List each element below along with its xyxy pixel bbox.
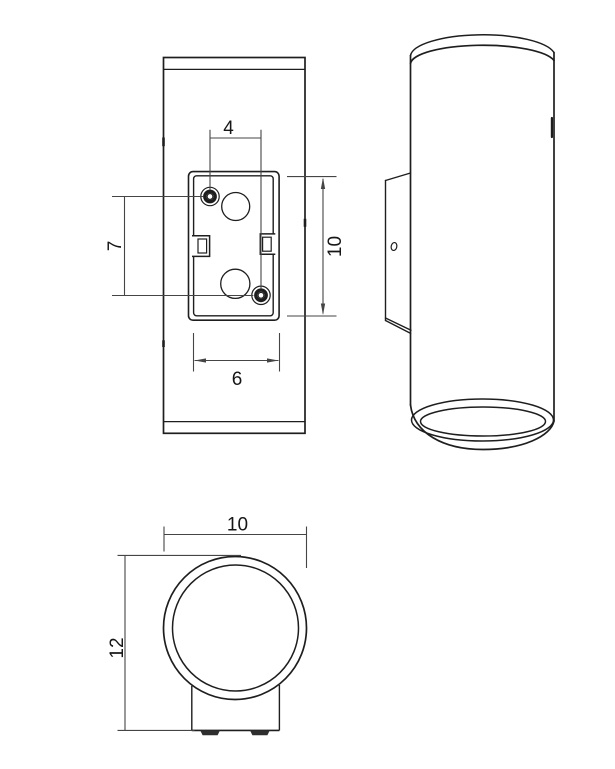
front-view-dimensions: 4 7 10 6 xyxy=(105,118,346,390)
dimension-screw-spacing-x: 4 xyxy=(209,118,262,289)
bottom-view-dimensions: 10 12 xyxy=(107,515,308,731)
screw-hole-top-left xyxy=(200,186,220,207)
screw-hole-bottom-right xyxy=(251,285,271,306)
arrowhead-left xyxy=(194,358,206,363)
dimension-backbox-width: 6 xyxy=(192,333,281,390)
dimension-backbox-height: 10 xyxy=(287,176,346,317)
arrowhead-right xyxy=(267,358,279,363)
bottom-lens-ring xyxy=(419,406,547,437)
dimension-label: 12 xyxy=(107,637,128,658)
clip-notch-right xyxy=(257,233,277,256)
dimension-label: 10 xyxy=(227,515,248,536)
bracket-top-edge xyxy=(384,172,412,182)
dimension-label: 7 xyxy=(105,241,126,252)
bottom-view xyxy=(162,555,308,736)
body-inner-circle xyxy=(171,564,300,692)
cylinder-bottom-silhouette xyxy=(409,404,555,451)
bracket-foot xyxy=(200,730,220,736)
arrowhead-up xyxy=(320,177,326,189)
bottom-rim-ring xyxy=(410,398,555,442)
dimension-label: 6 xyxy=(232,369,243,390)
bracket-bottom-fold xyxy=(384,319,412,335)
mounting-plate-outer xyxy=(187,170,280,322)
cylinder-top-cap-outer-arc xyxy=(409,34,555,57)
bracket-foot xyxy=(250,730,270,736)
body-outer-circle xyxy=(162,555,308,701)
dimension-screw-spacing-y: 7 xyxy=(105,195,254,297)
side-view xyxy=(384,34,555,451)
cylinder-top-cap-inner-arc xyxy=(409,44,555,65)
wire-hole-bottom xyxy=(220,268,251,300)
dimension-diameter: 10 xyxy=(163,515,308,568)
dimension-overall-depth: 12 xyxy=(107,554,241,731)
dimension-label: 10 xyxy=(325,236,346,257)
front-body-outline xyxy=(162,56,306,435)
clip-notch-left xyxy=(190,234,211,258)
arrowhead-down xyxy=(320,303,326,315)
dimension-label: 4 xyxy=(223,118,234,139)
bracket-screw-hole xyxy=(390,241,398,252)
wire-hole-top xyxy=(221,191,251,222)
bracket-bottom-fold xyxy=(384,317,412,331)
